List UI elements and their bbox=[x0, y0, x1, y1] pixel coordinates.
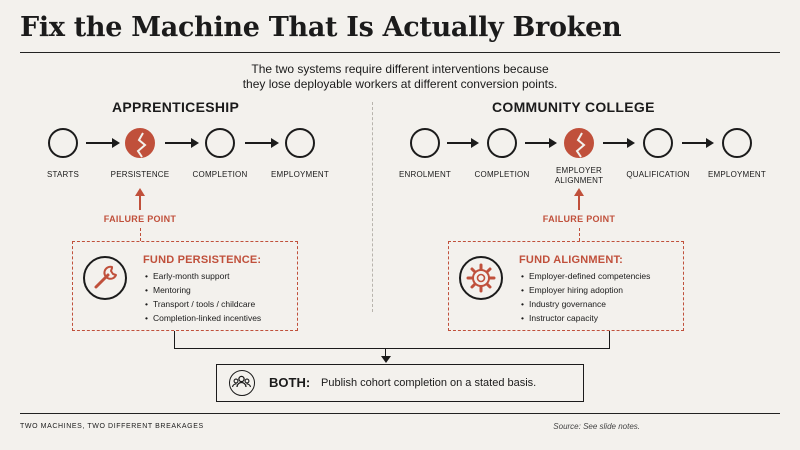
subtitle-line-1: The two systems require different interv… bbox=[251, 62, 549, 76]
failure-arrow bbox=[135, 188, 145, 210]
people-group-icon bbox=[229, 370, 255, 396]
fund-alignment-list: Employer-defined competencies Employer h… bbox=[521, 269, 650, 325]
flow-arrow bbox=[525, 138, 557, 148]
stage-label-completion: COMPLETION bbox=[474, 170, 530, 179]
stage-label-qualification: QUALIFICATION bbox=[626, 170, 690, 179]
stage-label-completion: COMPLETION bbox=[192, 170, 248, 179]
node-persistence-failure bbox=[125, 128, 155, 158]
flow-arrow bbox=[165, 138, 199, 148]
node-employment bbox=[285, 128, 315, 158]
stage-label-starts: STARTS bbox=[46, 170, 80, 179]
node-qualification bbox=[643, 128, 673, 158]
fund-persistence-box: FUND PERSISTENCE: Early-month support Me… bbox=[72, 241, 298, 331]
list-item: Early-month support bbox=[145, 269, 261, 283]
stage-label-persistence: PERSISTENCE bbox=[110, 170, 170, 179]
page-title: Fix the Machine That Is Actually Broken bbox=[20, 12, 622, 43]
footer-source: Source: See slide notes. bbox=[553, 422, 640, 431]
node-employer-alignment-failure bbox=[564, 128, 594, 158]
crack-icon bbox=[575, 132, 586, 158]
failure-point-label: FAILURE POINT bbox=[103, 214, 177, 224]
node-employment bbox=[722, 128, 752, 158]
merge-line-right bbox=[609, 331, 610, 349]
stage-label-enrolment: ENROLMENT bbox=[398, 170, 452, 179]
subtitle: The two systems require different interv… bbox=[180, 62, 620, 92]
subtitle-line-2: they lose deployable workers at differen… bbox=[242, 77, 558, 91]
flow-arrow bbox=[603, 138, 635, 148]
list-item: Employer hiring adoption bbox=[521, 283, 650, 297]
stage-label-line: EMPLOYER bbox=[555, 166, 603, 175]
failure-point-label: FAILURE POINT bbox=[542, 214, 616, 224]
stage-label-line: ALIGNMENT bbox=[554, 176, 604, 185]
fund-alignment-box: FUND ALIGNMENT: Employer-defined compete… bbox=[448, 241, 684, 331]
merge-arrow-down bbox=[381, 348, 391, 363]
crack-icon bbox=[136, 132, 147, 158]
section-divider bbox=[372, 102, 373, 312]
title-rule bbox=[20, 52, 780, 53]
fund-alignment-title: FUND ALIGNMENT: bbox=[519, 254, 624, 266]
fund-persistence-title: FUND PERSISTENCE: bbox=[143, 254, 262, 266]
flow-arrow bbox=[682, 138, 714, 148]
apprenticeship-title: APPRENTICESHIP bbox=[112, 99, 240, 115]
merge-line-left bbox=[174, 331, 175, 349]
failure-connector bbox=[140, 228, 141, 241]
stage-label-employment: EMPLOYMENT bbox=[707, 170, 766, 179]
node-enrolment bbox=[410, 128, 440, 158]
list-item: Transport / tools / childcare bbox=[145, 297, 261, 311]
footer-caption: TWO MACHINES, TWO DIFFERENT BREAKAGES bbox=[20, 423, 204, 430]
node-completion bbox=[205, 128, 235, 158]
stage-label-employer-alignment: EMPLOYER ALIGNMENT bbox=[534, 166, 624, 186]
node-completion bbox=[487, 128, 517, 158]
both-label: BOTH: bbox=[269, 375, 311, 390]
merge-line-horizontal bbox=[174, 348, 610, 349]
list-item: Mentoring bbox=[145, 283, 261, 297]
list-item: Employer-defined competencies bbox=[521, 269, 650, 283]
failure-connector bbox=[579, 228, 580, 241]
community-college-title: COMMUNITY COLLEGE bbox=[492, 99, 655, 115]
failure-arrow bbox=[574, 188, 584, 210]
list-item: Industry governance bbox=[521, 297, 650, 311]
node-starts bbox=[48, 128, 78, 158]
flow-arrow bbox=[447, 138, 479, 148]
footer-rule bbox=[20, 413, 780, 414]
flow-arrow bbox=[86, 138, 120, 148]
stage-label-employment: EMPLOYMENT bbox=[270, 170, 329, 179]
list-item: Instructor capacity bbox=[521, 311, 650, 325]
both-box: BOTH: Publish cohort completion on a sta… bbox=[216, 364, 584, 402]
flow-arrow bbox=[245, 138, 279, 148]
fund-persistence-list: Early-month support Mentoring Transport … bbox=[145, 269, 261, 325]
list-item: Completion-linked incentives bbox=[145, 311, 261, 325]
gear-icon bbox=[459, 256, 503, 300]
wrench-icon bbox=[83, 256, 127, 300]
both-text: Publish cohort completion on a stated ba… bbox=[321, 377, 537, 389]
